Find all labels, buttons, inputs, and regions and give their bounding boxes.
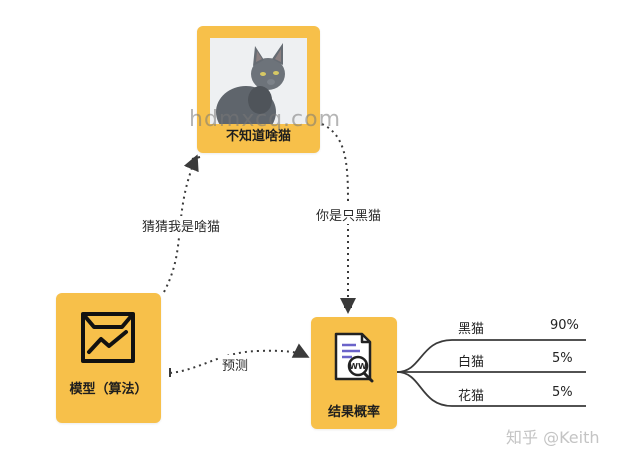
edge-youare-label: 你是只黑猫 xyxy=(314,205,384,224)
box-chart-icon xyxy=(81,312,135,363)
edge-guess-start-tick xyxy=(191,156,201,160)
result-name-spotted: 花猫 xyxy=(458,389,485,404)
node-model[interactable]: 模型（算法） xyxy=(56,293,161,423)
result-name-white: 白猫 xyxy=(458,355,485,370)
node-result[interactable]: WW 结果概率 xyxy=(311,317,397,429)
watermark-corner: 知乎 @Keith xyxy=(506,428,600,447)
node-unknown-cat-label: 不知道啥猫 xyxy=(225,129,291,144)
node-unknown-cat[interactable]: 不知道啥猫 xyxy=(197,26,320,153)
node-model-label: 模型（算法） xyxy=(69,382,148,397)
edge-guess-label: 猜猜我是啥猫 xyxy=(140,216,223,235)
svg-text:WW: WW xyxy=(349,362,367,371)
cat-photo xyxy=(210,38,307,124)
cat-illustration-icon xyxy=(210,38,307,124)
result-name-black: 黑猫 xyxy=(458,322,485,337)
watermark-center: hdmxcq.com xyxy=(189,107,342,132)
node-result-label: 结果概率 xyxy=(327,405,380,420)
edge-predict-label: 预测 xyxy=(220,355,251,374)
document-search-icon: WW xyxy=(334,332,374,383)
edge-predict-line xyxy=(169,343,310,374)
branch-line-black xyxy=(396,339,586,373)
result-value-white: 5% xyxy=(552,351,573,366)
result-value-black: 90% xyxy=(550,318,579,333)
branch-line-spotted xyxy=(396,371,586,407)
result-value-spotted: 5% xyxy=(552,385,573,400)
